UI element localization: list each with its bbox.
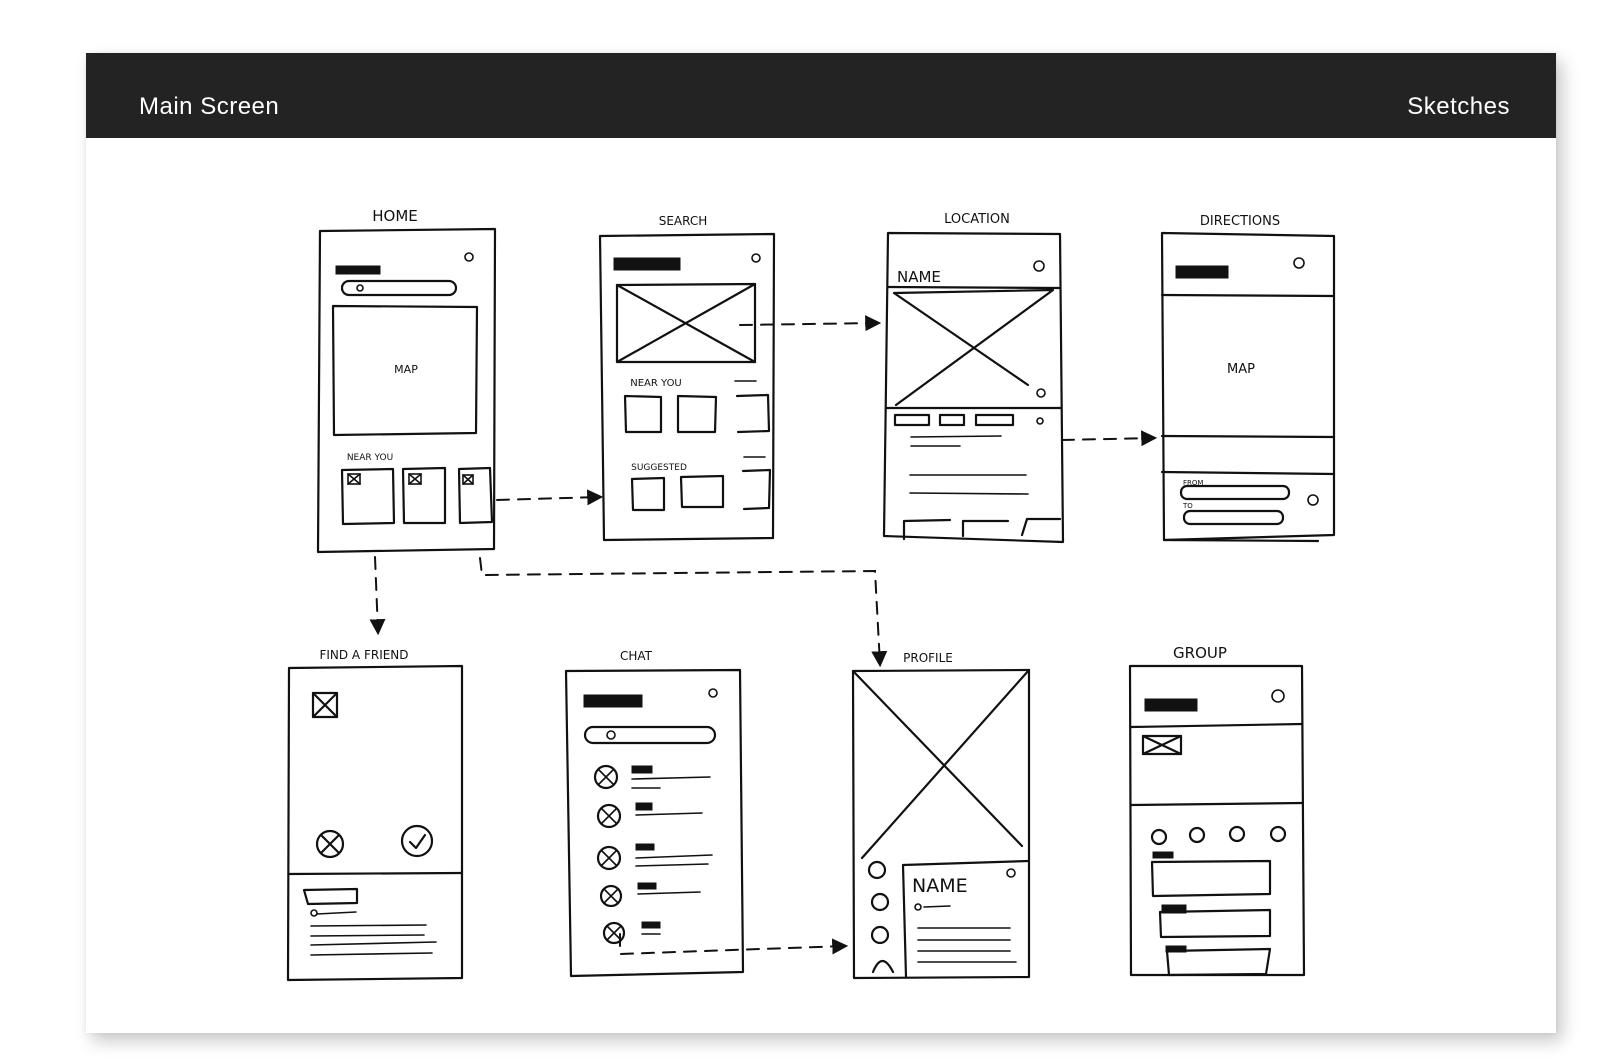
screen-label-home: HOME (372, 207, 418, 225)
screen-directions: DIRECTIONS MAP FROM TO (1160, 214, 1336, 543)
screen-profile: PROFILE NAME (851, 651, 1031, 980)
screen-label-directions: DIRECTIONS (1200, 214, 1280, 229)
screen-label-profile: PROFILE (903, 651, 953, 665)
screen-chat: CHAT (564, 649, 745, 978)
home-map-label: MAP (394, 363, 418, 376)
directions-from-label: FROM (1183, 479, 1203, 487)
profile-name-label: NAME (912, 875, 968, 897)
sketch-card: Main Screen Sketches (86, 53, 1556, 1033)
section-label: Sketches (1407, 93, 1510, 120)
screen-search: SEARCH NEAR YOU SUGGESTED (598, 214, 776, 542)
flow-arrows (369, 315, 1158, 956)
search-near-label: NEAR YOU (630, 378, 682, 389)
header-bar: Main Screen Sketches (86, 53, 1556, 138)
screen-home: HOME MAP NEAR YOU (316, 207, 497, 554)
directions-to-label: TO (1182, 502, 1193, 510)
screen-location: LOCATION NAME (882, 212, 1065, 544)
screen-label-group: GROUP (1173, 644, 1227, 662)
chat-list (593, 764, 713, 945)
screen-group: GROUP (1128, 644, 1306, 977)
screen-label-chat: CHAT (620, 649, 653, 663)
home-near-label: NEAR YOU (347, 453, 393, 463)
page-title: Main Screen (139, 93, 280, 120)
search-suggested-label: SUGGESTED (631, 463, 687, 473)
screen-find-friend: FIND A FRIEND (286, 648, 464, 982)
screen-label-find-friend: FIND A FRIEND (319, 648, 408, 662)
directions-map-label: MAP (1227, 362, 1255, 377)
screen-label-search: SEARCH (659, 214, 708, 228)
location-name-label: NAME (897, 268, 941, 286)
screen-label-location: LOCATION (944, 212, 1010, 227)
